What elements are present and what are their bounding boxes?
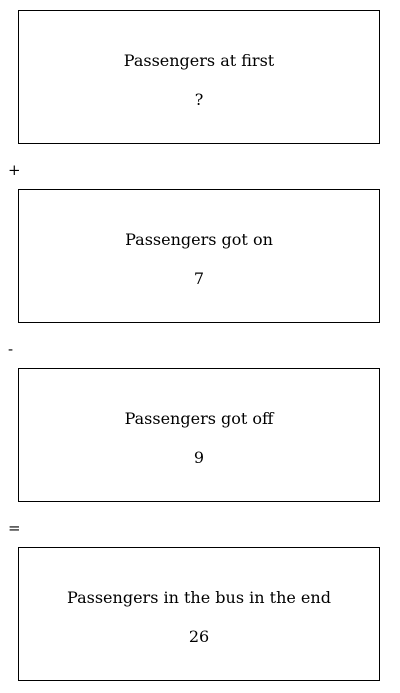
passengers-got-on-box: Passengers got on 7 <box>18 189 380 323</box>
passengers-at-first-value: ? <box>194 90 204 109</box>
equals-operator: = <box>8 519 21 537</box>
passengers-in-the-end-label: Passengers in the bus in the end <box>67 588 331 607</box>
plus-operator: + <box>8 161 21 179</box>
passengers-in-the-end-value: 26 <box>188 627 210 646</box>
passengers-got-on-label: Passengers got on <box>125 230 273 249</box>
minus-operator: - <box>8 340 14 358</box>
passengers-at-first-box: Passengers at first ? <box>18 10 380 144</box>
passengers-got-off-value: 9 <box>193 448 205 467</box>
passengers-at-first-label: Passengers at first <box>123 51 275 70</box>
passengers-got-off-label: Passengers got off <box>124 409 274 428</box>
passengers-in-the-end-box: Passengers in the bus in the end 26 <box>18 547 380 681</box>
passengers-got-on-value: 7 <box>193 269 205 288</box>
passengers-got-off-box: Passengers got off 9 <box>18 368 380 502</box>
